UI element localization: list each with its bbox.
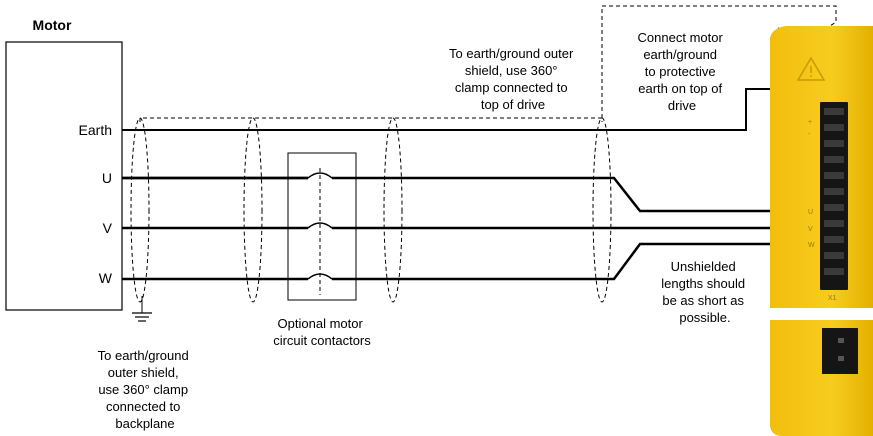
top-shield-path (139, 117, 603, 122)
phase-wires (122, 172, 781, 281)
contact-v (307, 222, 333, 229)
wire-w-right (332, 239, 781, 281)
shield-ring (383, 117, 403, 303)
earth-wire (122, 88, 773, 131)
lower-connector-pin (838, 356, 844, 361)
ground-icon (132, 312, 152, 322)
drive-gap (770, 308, 873, 320)
terminal-label-v: V (103, 220, 113, 236)
drive-unit: + - U V W X1 (770, 26, 873, 436)
note-bottom-shield: To earth/ground outer shield, use 360° c… (98, 348, 193, 431)
drive-earth-path (601, 5, 837, 118)
drive-terminal-u: U (808, 209, 813, 216)
note-connect-earth: Connect motor earth/ground to protective… (638, 30, 727, 113)
drive-port-label: X1 (828, 295, 837, 302)
wire-u-right (332, 176, 781, 216)
drive-terminal-w: W (808, 242, 815, 249)
shield-ring (592, 117, 612, 303)
contact-u (307, 172, 333, 179)
terminal-slots (824, 108, 844, 275)
drive-terminal-plus: + (808, 119, 812, 126)
terminal-label-w: W (99, 270, 113, 286)
contactor-box (287, 152, 357, 301)
lower-connector (822, 328, 858, 374)
lower-connector-pin (838, 338, 844, 343)
note-contactors: Optional motor circuit contactors (273, 316, 371, 348)
note-unshielded: Unshielded lengths should be as short as… (661, 259, 748, 325)
note-top-shield: To earth/ground outer shield, use 360° c… (449, 46, 577, 112)
shield-ring (130, 117, 150, 303)
terminal-label-earth: Earth (79, 122, 112, 138)
warning-triangle-icon (796, 56, 826, 81)
cable-shields (130, 117, 612, 303)
drive-terminal-v: V (808, 226, 813, 233)
motor-title: Motor (33, 17, 72, 33)
motor-box (5, 41, 123, 311)
terminal-label-u: U (102, 170, 112, 186)
shield-ring (243, 117, 263, 303)
drive-terminal-minus: - (808, 131, 811, 138)
